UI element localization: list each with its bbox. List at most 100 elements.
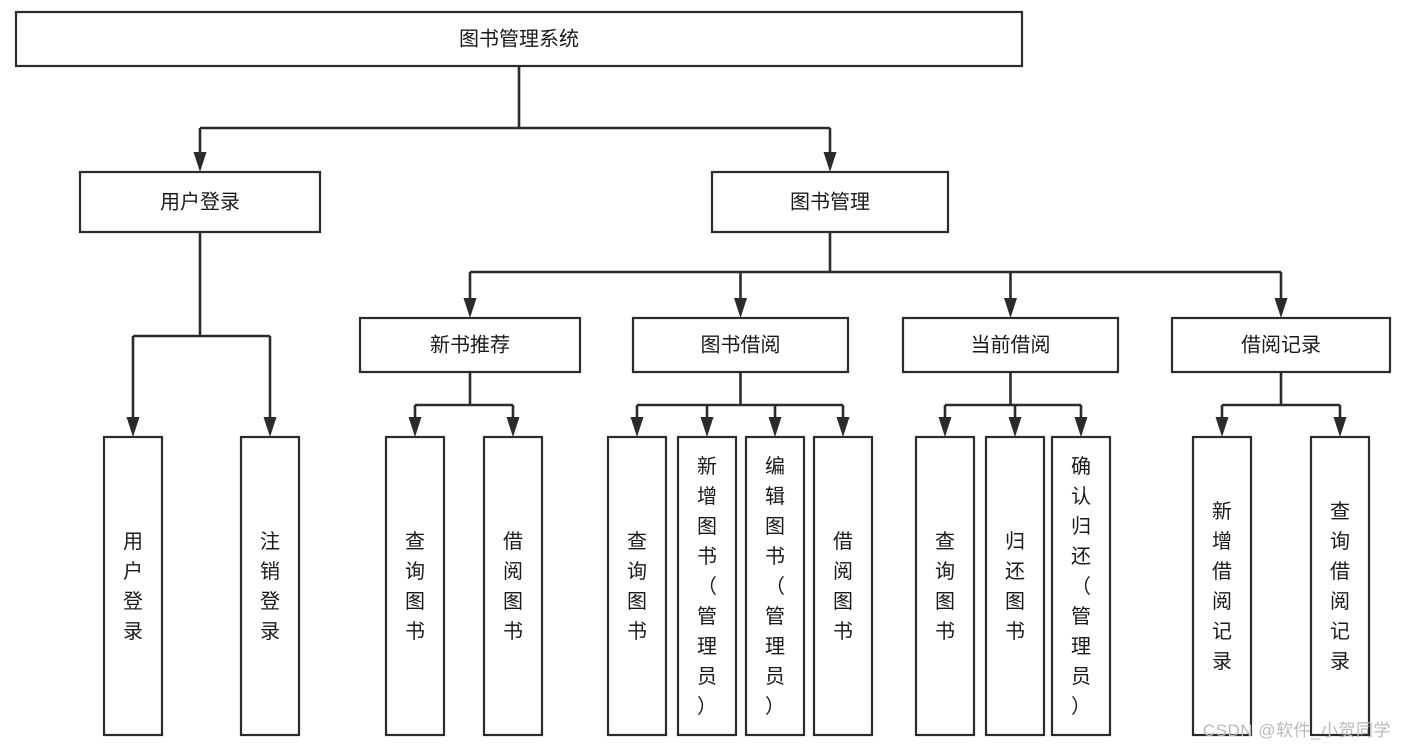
node-leaf-br-add-record-label: 新增借阅记录 <box>1212 500 1232 673</box>
label-char: 书 <box>833 620 853 643</box>
label-char: 登 <box>260 590 280 613</box>
book-manage-connector-arrow-0 <box>463 298 477 318</box>
label-char: ） <box>765 695 785 718</box>
user-login-leaf-connector-arrow-1 <box>263 417 277 437</box>
label-char: （ <box>765 575 785 598</box>
node-user-login-box[interactable] <box>78 170 322 234</box>
node-leaf-bb-add-book-box[interactable] <box>676 435 738 737</box>
node-leaf-cb-confirm-box[interactable] <box>1050 435 1112 737</box>
label-char: 阅 <box>833 560 853 583</box>
node-leaf-user-logout-box[interactable] <box>239 435 301 737</box>
node-leaf-bb-borrow-book[interactable]: 借阅图书 <box>812 435 874 737</box>
node-root[interactable]: 图书管理系统 <box>14 10 1024 68</box>
book-borrow-leaf-connector-arrow-1 <box>700 417 714 437</box>
node-leaf-rec-borrow-book[interactable]: 借阅图书 <box>482 435 544 737</box>
node-new-book-rec-box[interactable] <box>358 316 582 374</box>
node-user-login-label: 用户登录 <box>160 190 240 213</box>
label-char: 录 <box>1330 651 1350 673</box>
node-current-borrow-box[interactable] <box>901 316 1120 374</box>
node-new-book-rec[interactable]: 新书推荐 <box>358 316 582 374</box>
node-borrow-record[interactable]: 借阅记录 <box>1170 316 1392 374</box>
node-leaf-br-query-record-box[interactable] <box>1309 435 1371 737</box>
node-leaf-bb-add-book-label: 新增图书（管理员） <box>697 455 717 718</box>
new-book-rec-leaf-connector-arrow-0 <box>408 417 422 437</box>
node-leaf-bb-query-book[interactable]: 查询图书 <box>606 435 668 737</box>
node-leaf-user-login-box[interactable] <box>102 435 164 737</box>
label-char: 借 <box>1212 560 1232 583</box>
node-leaf-cb-query-book-label: 查询图书 <box>935 530 955 643</box>
book-borrow-leaf-connector-arrow-3 <box>836 417 850 437</box>
label-char: 理 <box>697 636 717 658</box>
label-char: 增 <box>1212 530 1232 553</box>
node-leaf-bb-query-book-label: 查询图书 <box>627 530 647 643</box>
label-char: ） <box>1071 695 1091 718</box>
label-char: 图 <box>935 591 955 613</box>
label-char: 员 <box>765 666 785 688</box>
label-char: 用 <box>123 531 143 553</box>
new-book-rec-leaf-connector-arrow-1 <box>506 417 520 437</box>
node-leaf-br-add-record[interactable]: 新增借阅记录 <box>1191 435 1253 737</box>
node-leaf-cb-return-book-box[interactable] <box>984 435 1046 737</box>
node-book-manage-box[interactable] <box>710 170 950 234</box>
node-leaf-br-add-record-box[interactable] <box>1191 435 1253 737</box>
label-char: 查 <box>1330 500 1350 523</box>
node-leaf-rec-query-book[interactable]: 查询图书 <box>384 435 446 737</box>
label-char: 书 <box>697 545 717 568</box>
node-leaf-user-login[interactable]: 用户登录 <box>102 435 164 737</box>
root-connector-arrow-1 <box>823 152 837 172</box>
label-char: 记 <box>1330 620 1350 643</box>
node-borrow-record-box[interactable] <box>1170 316 1392 374</box>
node-leaf-bb-add-book[interactable]: 新增图书（管理员） <box>676 435 738 737</box>
label-char: 管 <box>697 605 717 628</box>
current-borrow-leaf-connector-arrow-0 <box>938 417 952 437</box>
node-leaf-bb-edit-book[interactable]: 编辑图书（管理员） <box>744 435 806 737</box>
node-book-borrow-label: 图书借阅 <box>701 333 781 356</box>
book-manage-connector-arrow-3 <box>1274 298 1288 318</box>
node-leaf-cb-return-book[interactable]: 归还图书 <box>984 435 1046 737</box>
label-char: 图 <box>833 591 853 613</box>
node-book-borrow-box[interactable] <box>631 316 850 374</box>
node-leaf-bb-borrow-book-box[interactable] <box>812 435 874 737</box>
node-leaf-rec-borrow-book-box[interactable] <box>482 435 544 737</box>
label-char: 图 <box>627 591 647 613</box>
node-leaf-user-logout[interactable]: 注销登录 <box>239 435 301 737</box>
node-current-borrow[interactable]: 当前借阅 <box>901 316 1120 374</box>
label-char: 图 <box>405 591 425 613</box>
label-char: 还 <box>1071 545 1091 568</box>
label-char: 归 <box>1071 515 1091 538</box>
borrow-record-leaf-connector-arrow-0 <box>1215 417 1229 437</box>
node-leaf-cb-query-book[interactable]: 查询图书 <box>914 435 976 737</box>
node-user-login[interactable]: 用户登录 <box>78 170 322 234</box>
label-char: 借 <box>1330 560 1350 583</box>
label-char: 新 <box>697 455 717 478</box>
node-book-borrow[interactable]: 图书借阅 <box>631 316 850 374</box>
label-char: 辑 <box>765 485 785 508</box>
node-leaf-cb-query-book-box[interactable] <box>914 435 976 737</box>
node-leaf-bb-query-book-box[interactable] <box>606 435 668 737</box>
current-borrow-leaf-connector-arrow-2 <box>1074 417 1088 437</box>
label-char: 书 <box>935 620 955 643</box>
node-leaf-rec-query-book-box[interactable] <box>384 435 446 737</box>
label-char: 图 <box>765 516 785 538</box>
node-current-borrow-label: 当前借阅 <box>971 333 1051 356</box>
node-book-manage-label: 图书管理 <box>790 190 870 213</box>
label-char: （ <box>697 575 717 598</box>
node-leaf-br-query-record[interactable]: 查询借阅记录 <box>1309 435 1371 737</box>
node-root-label: 图书管理系统 <box>459 27 579 50</box>
node-leaf-cb-confirm[interactable]: 确认归还（管理员） <box>1050 435 1112 737</box>
node-leaf-bb-edit-book-box[interactable] <box>744 435 806 737</box>
node-borrow-record-label: 借阅记录 <box>1241 333 1321 356</box>
node-leaf-user-logout-label: 注销登录 <box>260 530 280 643</box>
node-book-manage[interactable]: 图书管理 <box>710 170 950 234</box>
label-char: 询 <box>405 560 425 583</box>
node-root-box[interactable] <box>14 10 1024 68</box>
label-char: 书 <box>503 620 523 643</box>
label-char: 销 <box>260 560 280 583</box>
label-char: 确 <box>1071 455 1091 478</box>
label-char: 图 <box>503 591 523 613</box>
book-manage-connector-arrow-1 <box>734 298 747 318</box>
node-new-book-rec-label: 新书推荐 <box>430 333 510 356</box>
label-char: 书 <box>765 545 785 568</box>
